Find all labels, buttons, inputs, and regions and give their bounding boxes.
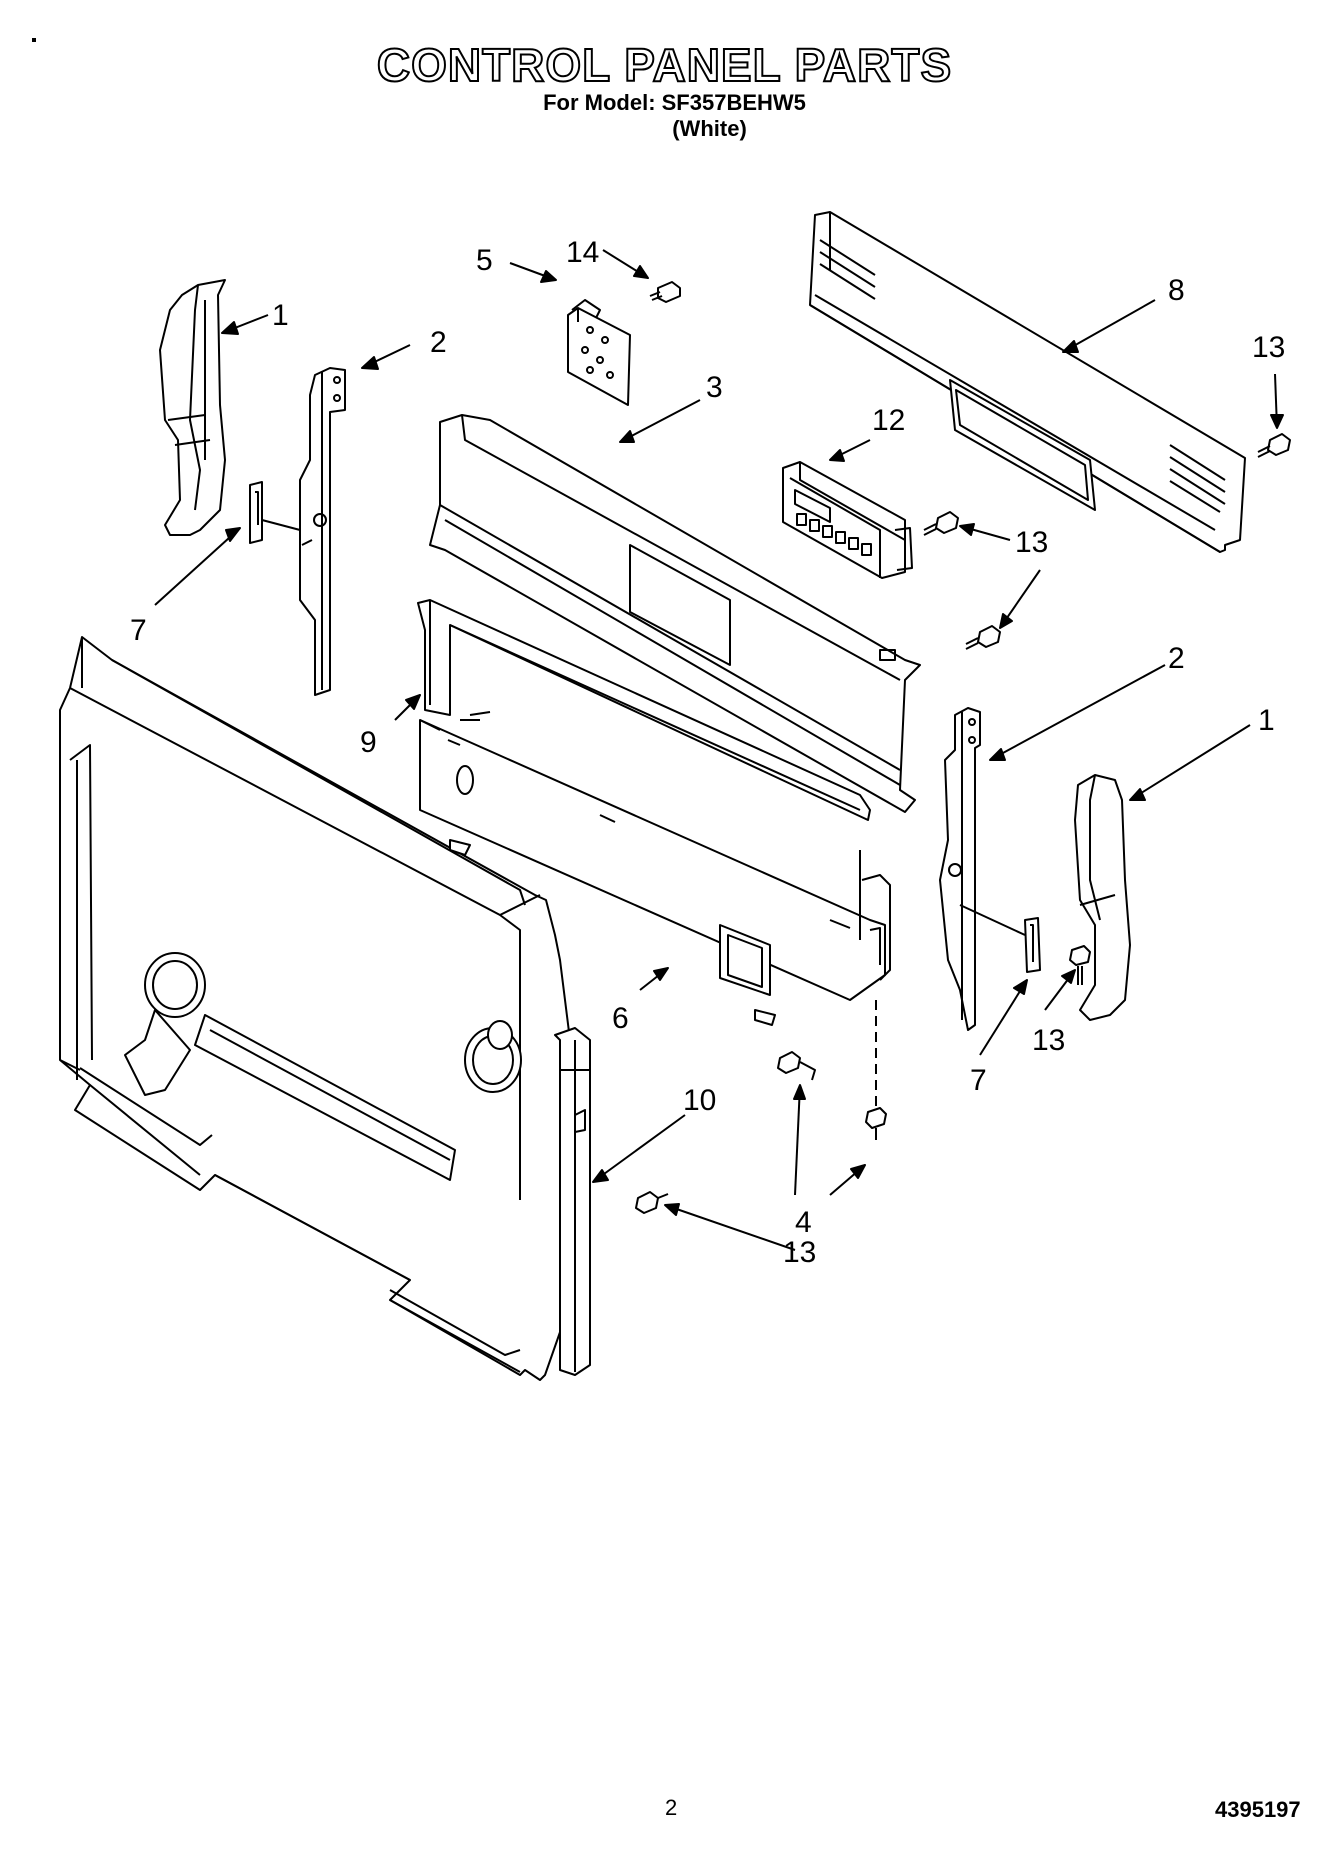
document-number: 4395197 — [1215, 1797, 1301, 1822]
callout-13-right-endcap: 13 — [1032, 1024, 1065, 1057]
callout-9: 9 — [360, 726, 377, 759]
part-12-clock — [782, 461, 913, 579]
part-2-left-bracket — [299, 367, 346, 696]
callout-13-clock: 13 — [1015, 526, 1048, 559]
screw-14 — [649, 281, 681, 303]
part-6-front-panel — [419, 719, 891, 1026]
part-2-right-bracket — [939, 707, 981, 1031]
part-10-rear-panel — [59, 636, 591, 1381]
callout-3: 3 — [706, 371, 723, 404]
screw-13-console — [965, 625, 1001, 650]
callout-2-right: 2 — [1168, 642, 1185, 675]
callout-7-left: 7 — [130, 614, 147, 647]
callout-6: 6 — [612, 1002, 629, 1035]
callout-4: 4 — [795, 1206, 812, 1239]
header: CONTROL PANEL PARTS For Model: SF357BEHW… — [0, 39, 1339, 142]
callout-1-left: 1 — [272, 299, 289, 332]
callout-2-left: 2 — [430, 326, 447, 359]
part-5-board — [567, 299, 631, 406]
callout-14: 14 — [566, 236, 599, 269]
screw-13-right-endcap — [1069, 945, 1091, 985]
screw-13-bottom — [635, 1191, 669, 1214]
callout-labels: 1 2 7 5 14 3 8 13 12 13 2 1 9 6 7 13 10 … — [130, 236, 1285, 1269]
part-1-left-endcap — [159, 279, 226, 536]
callout-13-bottom: 13 — [783, 1236, 816, 1269]
part-1-right-endcap — [1074, 774, 1131, 1021]
part-8-rear-trim — [809, 211, 1246, 553]
model-line: For Model: SF357BEHW5 — [543, 90, 806, 115]
screw-4-left — [777, 1051, 816, 1081]
part-3-console — [429, 414, 921, 813]
screw-13-top-right — [1257, 433, 1291, 458]
callout-12: 12 — [872, 404, 905, 437]
color-line: (White) — [672, 116, 747, 141]
part-9-bracket — [417, 599, 871, 821]
callout-10: 10 — [683, 1084, 716, 1117]
callout-5: 5 — [476, 244, 493, 277]
callout-1-right: 1 — [1258, 704, 1275, 737]
callout-8: 8 — [1168, 274, 1185, 307]
part-7-left-clip — [249, 481, 301, 544]
leader-arrows — [154, 249, 1284, 1251]
page-title: CONTROL PANEL PARTS — [376, 39, 953, 91]
callout-7-right: 7 — [970, 1064, 987, 1097]
stray-mark — [32, 38, 36, 42]
part-7-right-clip — [959, 904, 1041, 973]
callout-13-top-right: 13 — [1252, 331, 1285, 364]
page-number: 2 — [665, 1795, 678, 1820]
screw-13-clock — [923, 511, 959, 536]
screw-4-right — [865, 1000, 887, 1140]
